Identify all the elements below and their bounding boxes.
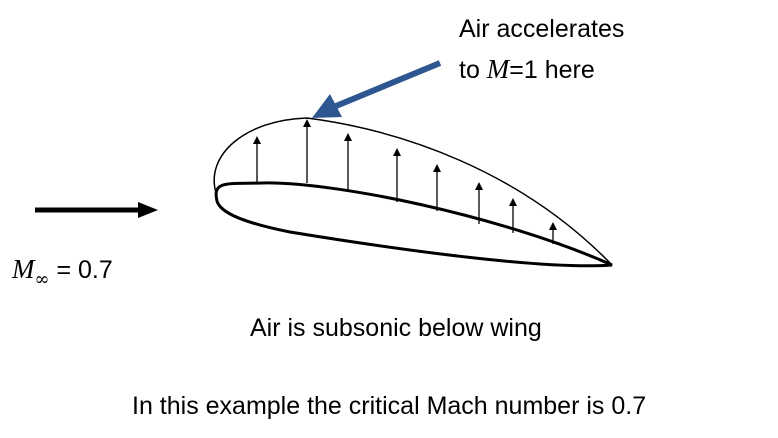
freestream-mach-symbol: M (12, 254, 35, 284)
airfoil-outline (214, 181, 613, 268)
velocity-vectors (253, 119, 557, 244)
annotation-prefix: to (459, 56, 487, 84)
critical-mach-caption: In this example the critical Mach number… (132, 392, 647, 420)
callout-arrow (312, 60, 442, 118)
infinity-subscript: ∞ (34, 269, 50, 290)
subsonic-caption: Air is subsonic below wing (250, 314, 542, 342)
annotation-line-2: to M=1 here (459, 56, 595, 83)
freestream-mach-label: M∞ = 0.7 (12, 254, 113, 289)
freestream-arrow (35, 202, 158, 218)
mach-symbol: M (486, 54, 510, 84)
annotation-line-1: Air accelerates (459, 15, 625, 43)
annotation-suffix: =1 here (509, 56, 595, 84)
velocity-envelope-curve (213, 117, 613, 266)
freestream-mach-value: = 0.7 (49, 256, 113, 284)
